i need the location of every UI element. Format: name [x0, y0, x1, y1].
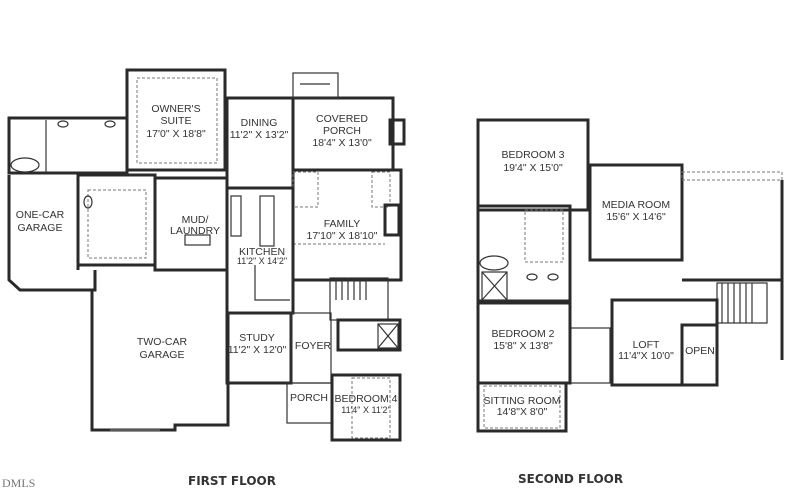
two-car-garage-label-2: GARAGE — [140, 349, 185, 361]
open-label: OPEN — [685, 345, 715, 357]
covered-porch-label: COVERED — [316, 113, 368, 125]
covered-porch-label-2: PORCH — [323, 125, 361, 137]
first-floor-title: FIRST FLOOR — [188, 474, 276, 488]
first-floor-plan — [7, 68, 406, 442]
bedroom-3-dims: 19'4" X 15'0" — [503, 162, 563, 174]
room-labels: OWNER'S SUITE 17'0" X 18'8" DINING 11'2"… — [16, 103, 715, 418]
second-floor-title: SECOND FLOOR — [518, 472, 624, 486]
kitchen-dims: 11'2" X 14'2" — [237, 256, 287, 266]
media-room-label: MEDIA ROOM — [602, 199, 670, 211]
bedroom-2-dims: 15'8" X 13'8" — [493, 340, 553, 352]
sitting-room-label: SITTING ROOM — [484, 395, 561, 407]
mud-laundry-label-2: LAUNDRY — [170, 225, 220, 237]
loft-dims: 11'4"X 10'0" — [618, 350, 674, 362]
open-area — [680, 323, 719, 387]
porch-label: PORCH — [290, 392, 328, 404]
bedroom-4-dims: 11'4" X 11'2" — [341, 405, 391, 415]
study-label: STUDY — [239, 332, 275, 344]
dining-room — [225, 96, 295, 190]
family-dims: 17'10" X 18'10" — [306, 230, 377, 242]
loft-area — [610, 298, 719, 387]
one-car-garage-label-2: GARAGE — [18, 222, 63, 234]
study-dims: 11'2" X 12'0" — [228, 344, 287, 356]
loft-label: LOFT — [633, 339, 660, 351]
dining-dims: 11'2" X 13'2" — [230, 129, 289, 141]
watermark: DMLS — [2, 476, 36, 490]
media-room — [588, 163, 684, 262]
one-car-garage-label: ONE-CAR — [16, 209, 65, 221]
bedroom-3-label: BEDROOM 3 — [501, 149, 564, 161]
foyer-label: FOYER — [295, 340, 332, 352]
two-car-garage-label: TWO-CAR — [137, 336, 188, 348]
sitting-room-dims: 14'8"X 8'0" — [497, 406, 548, 418]
bedroom-3-bath — [476, 204, 572, 303]
bedroom-2-label: BEDROOM 2 — [491, 328, 554, 340]
two-car-garage-room — [90, 290, 230, 432]
dining-label: DINING — [241, 117, 278, 129]
sitting-room — [476, 381, 568, 433]
owners-suite-dims: 17'0" X 18'8" — [146, 128, 206, 140]
second-floor-plan — [476, 118, 784, 433]
one-car-garage-room — [7, 175, 97, 292]
family-label: FAMILY — [324, 218, 361, 230]
media-room-dims: 15'6" X 14'6" — [606, 211, 666, 223]
owners-suite-label-2: SUITE — [161, 115, 192, 127]
kitchen-label: KITCHEN — [239, 246, 285, 258]
bedroom-4-room — [330, 373, 402, 442]
owners-suite-label: OWNER'S — [151, 103, 200, 115]
mud-laundry-label: MUD/ — [182, 214, 209, 226]
owners-bath — [7, 116, 129, 175]
bedroom-4-label: BEDROOM 4 — [334, 393, 397, 405]
covered-porch-dims: 18'4" X 13'0" — [312, 137, 372, 149]
